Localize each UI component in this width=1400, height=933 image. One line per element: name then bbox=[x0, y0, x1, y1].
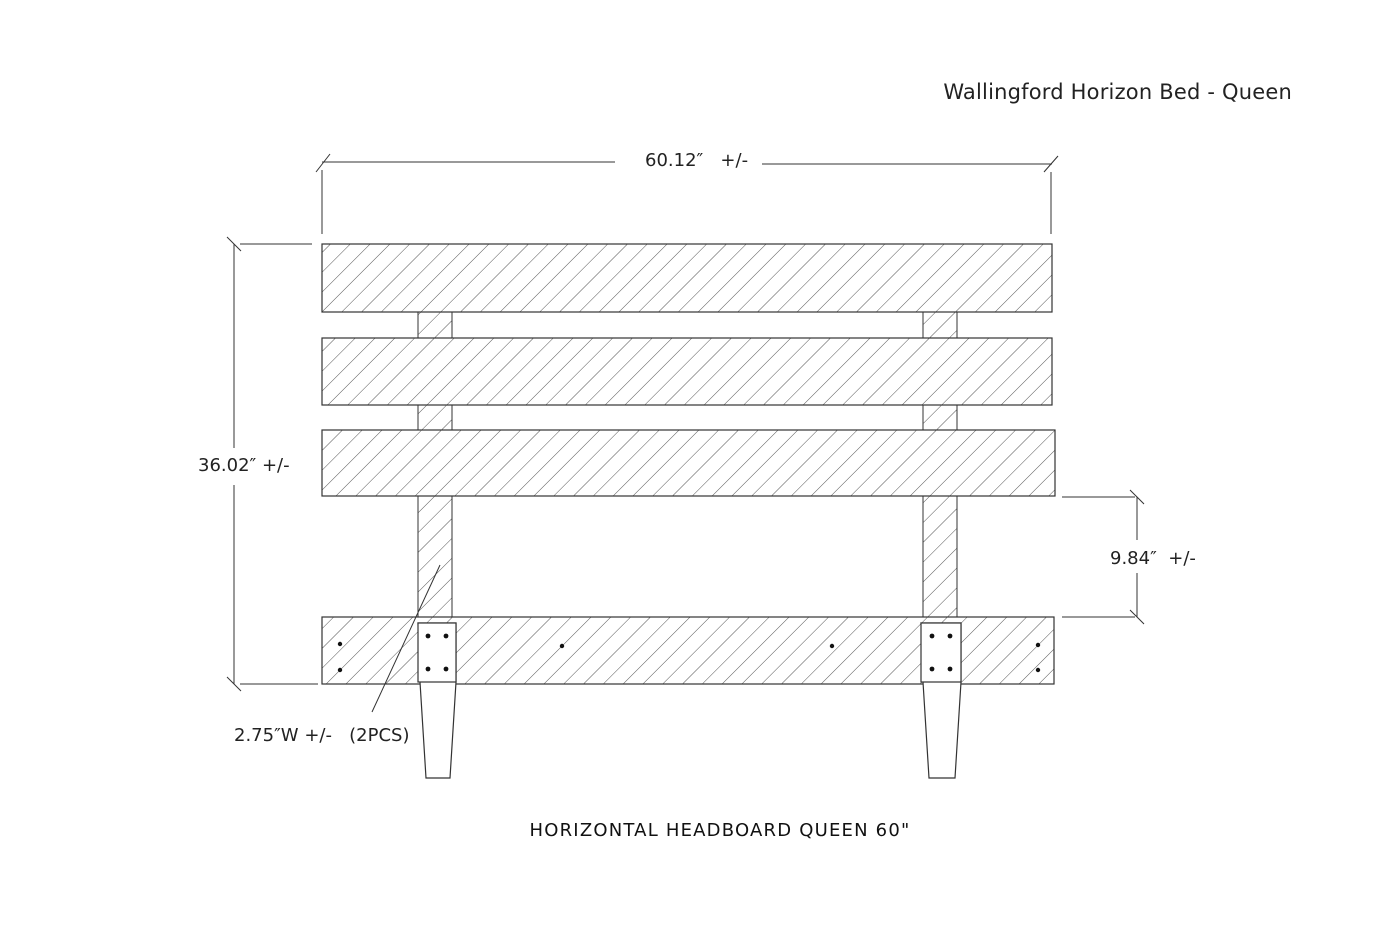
left-post bbox=[417, 311, 453, 618]
clearance-dimension-line bbox=[1062, 489, 1145, 625]
third-board bbox=[321, 429, 1056, 497]
post-width-label: 2.75″W +/- (2PCS) bbox=[234, 725, 410, 746]
clearance-dimension-label: 9.84″ +/- bbox=[1110, 548, 1196, 569]
height-dimension-label: 36.02″ +/- bbox=[198, 455, 290, 476]
drawing-caption: HORIZONTAL HEADBOARD QUEEN 60" bbox=[529, 820, 911, 841]
rail-screw-holes bbox=[337, 641, 1041, 673]
post-leader-line bbox=[371, 564, 441, 713]
drawing-title: Wallingford Horizon Bed - Queen bbox=[943, 80, 1292, 104]
right-leg bbox=[920, 622, 962, 779]
middle-board bbox=[321, 337, 1053, 406]
width-dimension-label: 60.12″ +/- bbox=[645, 150, 749, 171]
height-dimension-line bbox=[226, 236, 318, 692]
top-board bbox=[321, 243, 1053, 313]
width-dimension-line bbox=[315, 153, 1059, 234]
left-leg bbox=[417, 622, 457, 779]
